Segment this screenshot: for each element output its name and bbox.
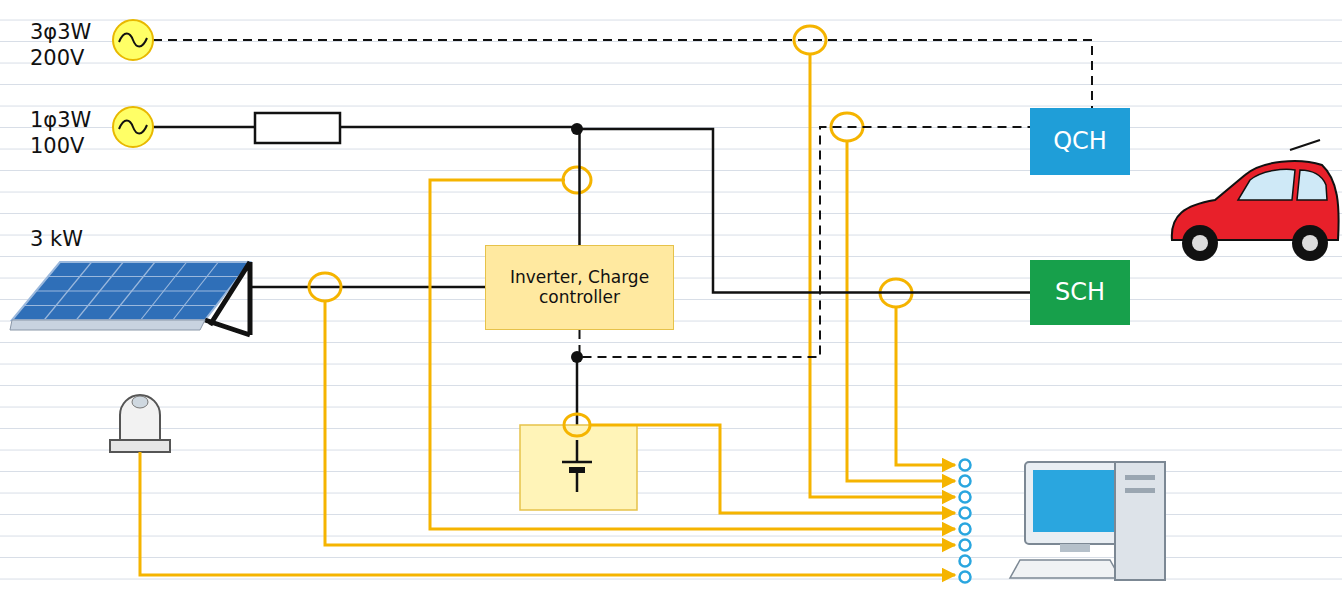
computer: [1010, 462, 1165, 580]
controller-box: Inverter, Charge controller: [485, 245, 674, 330]
input-terminal: [960, 460, 971, 471]
input-terminal: [960, 556, 971, 567]
source-label: 3 kW: [30, 227, 83, 251]
input-terminal: [960, 540, 971, 551]
quick-charger-box: QCH: [1030, 108, 1130, 175]
ac-source-symbol: [113, 107, 153, 147]
ac-source-symbol: [113, 20, 153, 60]
source-label: 200V: [30, 46, 84, 70]
input-terminal: [960, 476, 971, 487]
input-terminals: [960, 460, 971, 583]
power-wiring: [153, 40, 1092, 425]
input-terminal: [960, 572, 971, 583]
sensor-lamp: [110, 395, 170, 452]
input-terminal: [960, 492, 971, 503]
battery-symbol: [520, 425, 637, 510]
current-sensor-ring: [309, 26, 912, 436]
node-text: Inverter, Charge controller: [496, 268, 663, 307]
electric-car: [1172, 140, 1339, 261]
source-label: 100V: [30, 134, 84, 158]
source-label: 3φ3W: [30, 20, 91, 44]
input-terminal: [960, 524, 971, 535]
solar-panel: [10, 262, 250, 335]
resistor-symbol: [255, 113, 340, 143]
node-text: SCH: [1055, 279, 1105, 307]
node-text: QCH: [1053, 128, 1107, 156]
signal-lines: [140, 54, 955, 575]
input-terminal: [960, 508, 971, 519]
standard-charger-box: SCH: [1030, 260, 1130, 325]
junction-dot: [571, 351, 583, 363]
source-label: 1φ3W: [30, 108, 91, 132]
